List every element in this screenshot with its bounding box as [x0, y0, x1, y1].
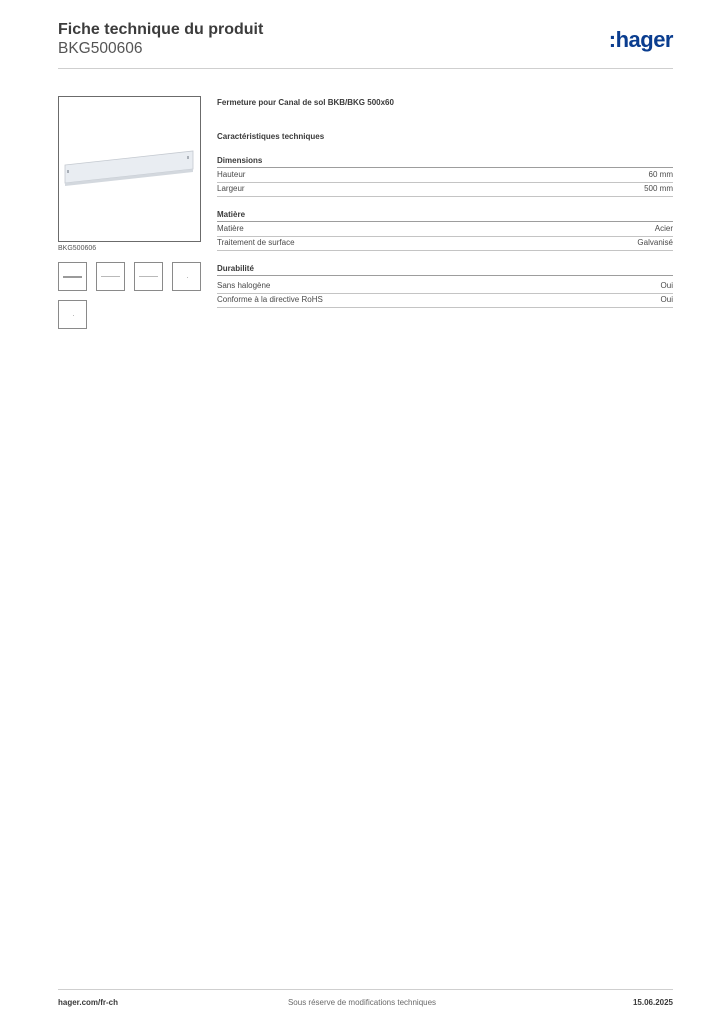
- group-title-dimensions: Dimensions: [217, 156, 263, 165]
- closure-plate-illustration: [64, 150, 194, 186]
- group-divider: [217, 275, 673, 276]
- product-reference: BKG500606: [58, 40, 143, 57]
- spec-label: Sans halogène: [217, 281, 271, 290]
- spec-value: Oui: [660, 295, 673, 304]
- thumbnail-3[interactable]: [134, 262, 163, 291]
- group-divider: [217, 221, 673, 222]
- thumbnail-2[interactable]: [96, 262, 125, 291]
- spec-label: Matière: [217, 224, 244, 233]
- thumbnail-4[interactable]: [172, 262, 201, 291]
- spec-row: Matière Acier: [217, 223, 673, 237]
- footer-date: 15.06.2025: [632, 998, 673, 1007]
- spec-label: Largeur: [217, 184, 245, 193]
- group-title-durabilite: Durabilité: [217, 264, 254, 273]
- group-title-matiere: Matière: [217, 210, 246, 219]
- hager-logo: :hager: [608, 27, 674, 52]
- product-name: Fermeture pour Canal de sol BKB/BKG 500x…: [217, 98, 394, 107]
- document-header: Fiche technique du produit BKG500606 :ha…: [58, 21, 674, 69]
- product-image[interactable]: [58, 96, 201, 242]
- spec-row: Largeur 500 mm: [217, 183, 673, 197]
- footer-disclaimer: Sous réserve de modifications techniques: [287, 998, 437, 1007]
- thumbnail-preview: [101, 276, 120, 277]
- document-title: Fiche technique du produit: [58, 21, 264, 38]
- thumbnail-preview: [73, 315, 74, 316]
- thumbnail-5[interactable]: [58, 300, 87, 329]
- spec-row: Sans halogène Oui: [217, 280, 673, 294]
- spec-value: 60 mm: [648, 170, 673, 179]
- spec-value: Acier: [654, 224, 673, 233]
- thumbnail-preview: [139, 276, 158, 277]
- thumbnail-preview: [187, 277, 188, 278]
- spec-row: Conforme à la directive RoHS Oui: [217, 294, 673, 308]
- spec-row: Hauteur 60 mm: [217, 169, 673, 183]
- header-divider: [58, 68, 673, 69]
- thumbnail-1[interactable]: [58, 262, 87, 291]
- spec-label: Traitement de surface: [217, 238, 295, 247]
- thumbnail-preview: [63, 276, 82, 278]
- spec-label: Conforme à la directive RoHS: [217, 295, 323, 304]
- spec-value: Oui: [660, 281, 673, 290]
- footer-website-link[interactable]: hager.com/fr-ch: [58, 998, 119, 1007]
- spec-row: Traitement de surface Galvanisé: [217, 237, 673, 251]
- footer-divider: [58, 989, 673, 990]
- section-title: Caractéristiques techniques: [217, 132, 325, 141]
- spec-label: Hauteur: [217, 170, 246, 179]
- image-caption: BKG500606: [58, 245, 97, 252]
- spec-value: Galvanisé: [637, 238, 673, 247]
- group-divider: [217, 167, 673, 168]
- spec-value: 500 mm: [644, 184, 673, 193]
